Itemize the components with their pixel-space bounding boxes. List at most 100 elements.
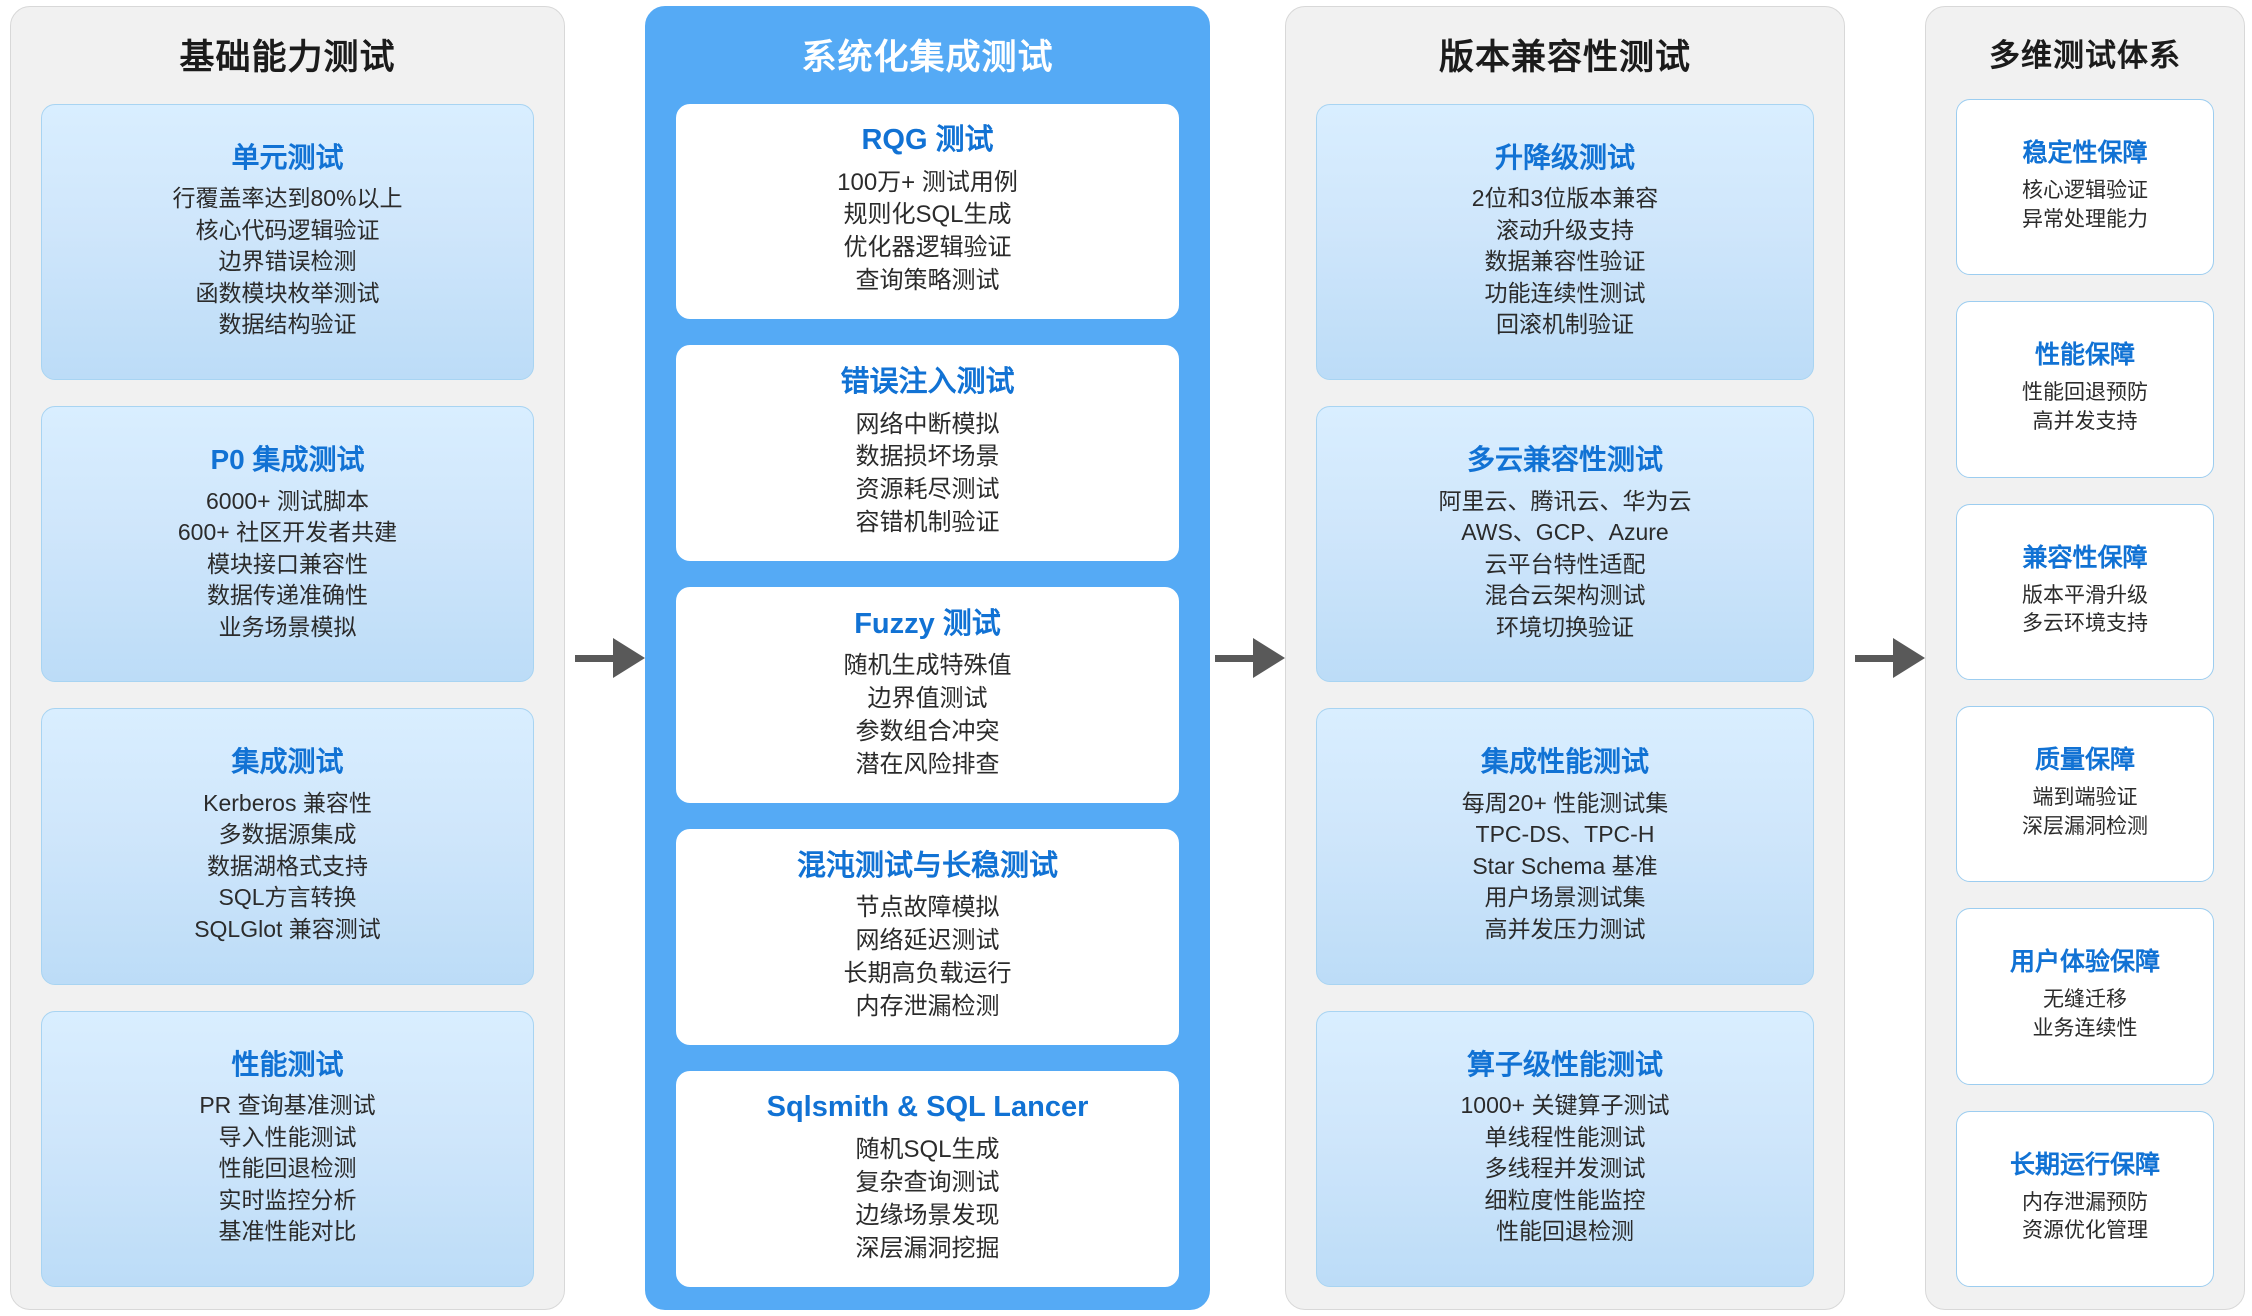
arrow-col1-to-col2: [575, 638, 645, 678]
card-detail-line: 基准性能对比: [218, 1218, 357, 1245]
card-detail-line: 深层漏洞挖掘: [855, 1234, 1000, 1262]
card-detail-line: 1000+ 关键算子测试: [1460, 1092, 1670, 1119]
card-detail-line: 资源优化管理: [2022, 1219, 2148, 1243]
card-detail-line: 核心代码逻辑验证: [195, 216, 380, 243]
card[interactable]: 兼容性保障版本平滑升级多云环境支持: [1956, 503, 2214, 681]
card-detail-line: Kerberos 兼容性: [203, 789, 372, 816]
card-detail-line: 多云环境支持: [2022, 612, 2148, 636]
card-title: Sqlsmith & SQL Lancer: [766, 1091, 1089, 1124]
card-list: 单元测试行覆盖率达到80%以上核心代码逻辑验证边界错误检测函数模块枚举测试数据结…: [41, 103, 534, 1287]
card-detail-line: 滚动升级支持: [1496, 216, 1634, 243]
card-detail-line: 高并发压力测试: [1484, 915, 1646, 942]
card-detail-line: 内存泄漏检测: [855, 992, 1000, 1020]
card[interactable]: 长期运行保障内存泄漏预防资源优化管理: [1956, 1110, 2214, 1287]
card-detail-list: 版本平滑升级多云环境支持: [1971, 582, 2199, 640]
card-detail-line: 实时监控分析: [218, 1186, 357, 1213]
card[interactable]: 错误注入测试网络中断模拟数据损坏场景资源耗尽测试容错机制验证: [676, 345, 1179, 562]
card[interactable]: Fuzzy 测试随机生成特殊值边界值测试参数组合冲突潜在风险排查: [676, 587, 1179, 804]
card-detail-line: 规则化SQL生成: [843, 201, 1012, 229]
card-detail-line: 随机SQL生成: [855, 1136, 1000, 1164]
card-detail-line: SQL方言转换: [218, 884, 357, 911]
card-list: 稳定性保障核心逻辑验证异常处理能力性能保障性能回退预防高并发支持兼容性保障版本平…: [1956, 99, 2214, 1287]
card[interactable]: 单元测试行覆盖率达到80%以上核心代码逻辑验证边界错误检测函数模块枚举测试数据结…: [41, 103, 534, 380]
card-detail-line: AWS、GCP、Azure: [1461, 519, 1669, 546]
card-title: 算子级性能测试: [1466, 1048, 1663, 1080]
card-title: 单元测试: [231, 141, 344, 173]
column-title: 基础能力测试: [179, 38, 396, 77]
card-detail-line: 内存泄漏预防: [2022, 1190, 2148, 1214]
column-title: 版本兼容性测试: [1438, 38, 1691, 77]
card-detail-line: 性能回退检测: [218, 1155, 357, 1182]
card-detail-line: 数据湖格式支持: [207, 852, 368, 879]
card-detail-list: 100万+ 测试用例规则化SQL生成优化器逻辑验证查询策略测试: [691, 167, 1164, 299]
card[interactable]: P0 集成测试 6000+ 测试脚本 600+ 社区开发者共建模块接口兼容性数据传递…: [41, 405, 534, 683]
card[interactable]: 质量保障端到端验证深层漏洞检测: [1956, 706, 2214, 883]
card[interactable]: 算子级性能测试 1000+ 关键算子测试单线程性能测试多线程并发测试细粒度性能监控…: [1316, 1010, 1814, 1287]
card-detail-line: 端到端验证: [2032, 785, 2138, 809]
column-4: 多维测试体系稳定性保障核心逻辑验证异常处理能力性能保障性能回退预防高并发支持兼容…: [1925, 6, 2245, 1310]
card[interactable]: RQG 测试 100万+ 测试用例规则化SQL生成优化器逻辑验证查询策略测试: [676, 103, 1179, 320]
arrow-head-icon: [613, 638, 645, 678]
card-detail-line: 高并发支持: [2032, 410, 2138, 434]
arrow-col2-to-col3: [1215, 638, 1285, 678]
card-detail-list: 性能回退预防高并发支持: [1971, 379, 2199, 437]
card-detail-line: 导入性能测试: [218, 1123, 357, 1150]
card-detail-line: 混合云架构测试: [1484, 582, 1646, 609]
card-detail-line: 参数组合冲突: [855, 718, 1000, 746]
card-detail-list: 节点故障模拟网络延迟测试长期高负载运行内存泄漏检测: [691, 892, 1164, 1024]
card-detail-line: 无缝迁移: [2043, 988, 2127, 1012]
card-detail-line: TPC-DS、TPC-H: [1475, 821, 1655, 848]
card-detail-line: 多数据源集成: [218, 821, 357, 848]
card-detail-list: 1000+ 关键算子测试单线程性能测试多线程并发测试细粒度性能监控性能回退检测: [1331, 1090, 1799, 1248]
card-detail-line: 长期高负载运行: [843, 960, 1012, 988]
card-detail-line: 模块接口兼容性: [207, 550, 368, 577]
card-detail-line: 数据传递准确性: [207, 582, 368, 609]
card-detail-line: 潜在风险排查: [855, 751, 1000, 779]
card-detail-line: 边界错误检测: [218, 248, 357, 275]
card-detail-line: 数据损坏场景: [855, 443, 1000, 471]
card[interactable]: 用户体验保障无缝迁移业务连续性: [1956, 908, 2214, 1085]
card-detail-line: 边界值测试: [867, 685, 988, 713]
card-title: P0 集成测试: [210, 444, 365, 476]
card-detail-line: 性能回退检测: [1496, 1218, 1634, 1245]
card-title: 兼容性保障: [2022, 543, 2148, 572]
card-detail-line: 函数模块枚举测试: [195, 279, 380, 306]
card-title: 质量保障: [2034, 745, 2135, 774]
card-detail-line: 业务场景模拟: [218, 613, 357, 640]
card-title: Fuzzy 测试: [854, 607, 1001, 640]
card-title: 多云兼容性测试: [1466, 444, 1663, 476]
card-detail-list: PR 查询基准测试导入性能测试性能回退检测实时监控分析基准性能对比: [56, 1090, 519, 1248]
card-detail-line: 600+ 社区开发者共建: [177, 519, 398, 546]
card-detail-line: 复杂查询测试: [855, 1169, 1000, 1197]
card-detail-list: 随机生成特殊值边界值测试参数组合冲突潜在风险排查: [691, 650, 1164, 782]
card-detail-list: 核心逻辑验证异常处理能力: [1971, 177, 2199, 235]
card-detail-line: 阿里云、腾讯云、华为云: [1438, 487, 1692, 514]
card-detail-line: 行覆盖率达到80%以上: [172, 185, 403, 212]
card-title: RQG 测试: [861, 123, 994, 156]
card-detail-line: 100万+ 测试用例: [837, 168, 1018, 196]
card-detail-list: 无缝迁移业务连续性: [1971, 986, 2199, 1044]
card[interactable]: 混沌测试与长稳测试节点故障模拟网络延迟测试长期高负载运行内存泄漏检测: [676, 829, 1179, 1046]
card[interactable]: 性能保障性能回退预防高并发支持: [1956, 301, 2214, 478]
card-detail-list: 行覆盖率达到80%以上核心代码逻辑验证边界错误检测函数模块枚举测试数据结构验证: [56, 183, 519, 341]
card-detail-line: 节点故障模拟: [855, 894, 1000, 922]
arrow-shaft: [1215, 654, 1253, 662]
card-title: 用户体验保障: [2009, 948, 2160, 977]
arrow-shaft: [1855, 654, 1893, 662]
card-detail-line: 2位和3位版本兼容: [1471, 185, 1659, 212]
card-detail-list: 内存泄漏预防资源优化管理: [1971, 1189, 2199, 1247]
card-detail-line: 功能连续性测试: [1484, 279, 1646, 306]
card-detail-line: 6000+ 测试脚本: [206, 487, 369, 514]
card-title: 升降级测试: [1494, 141, 1635, 173]
card[interactable]: 稳定性保障核心逻辑验证异常处理能力: [1956, 99, 2214, 276]
